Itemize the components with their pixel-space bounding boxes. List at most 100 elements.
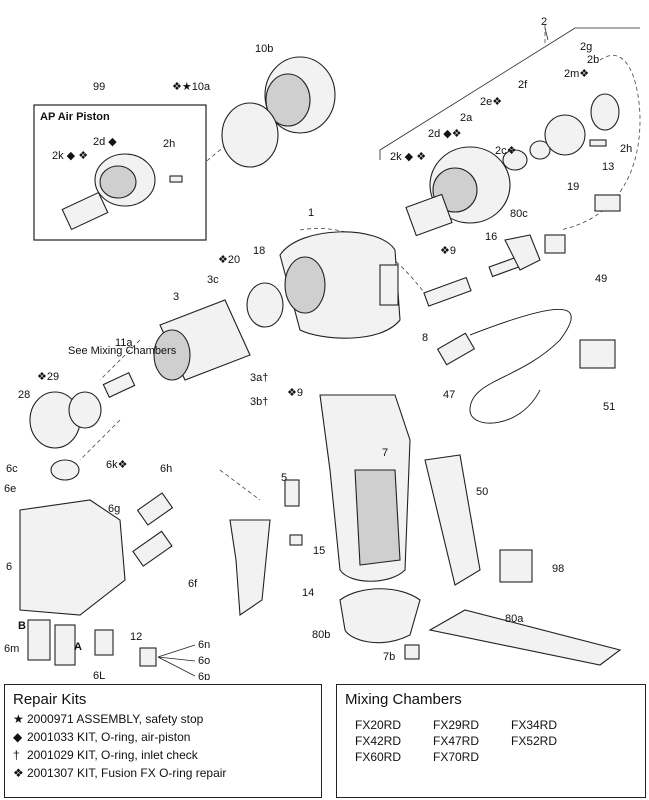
repair-kit-item: † 2001029 KIT, O-ring, inlet check	[5, 746, 321, 764]
kit-symbol-diamond: ◆	[13, 730, 23, 744]
assembly-bracket	[379, 27, 640, 160]
small-fittings-drawing	[94, 629, 196, 677]
callout-50: 50	[476, 486, 488, 498]
callout-2: 2	[541, 16, 547, 28]
callout-7: 7	[382, 447, 388, 459]
inset-callout-2h: 2h	[163, 138, 175, 150]
callout-11a: 11a	[115, 337, 133, 349]
callout-16: 16	[485, 231, 497, 243]
handle-drawing	[319, 394, 411, 582]
callout-6o: 6o	[198, 655, 210, 667]
repair-kits-title: Repair Kits	[13, 691, 87, 708]
callout-10a: ❖★10a	[172, 81, 211, 93]
callout-6m: 6m	[4, 643, 19, 655]
callout-80b: 80b	[312, 629, 330, 641]
callout-49: 49	[595, 273, 607, 285]
callout-2k: 2k ◆ ❖	[390, 151, 426, 163]
kit-text: 2001033 KIT, O-ring, air-piston	[27, 730, 191, 744]
callout-9-body: ❖9	[287, 387, 303, 399]
callout-99: 99	[93, 81, 105, 93]
callout-6p: 6p	[198, 671, 210, 680]
callout-10b: 10b	[255, 43, 273, 55]
callout-8: 8	[422, 332, 428, 344]
static-mixer-drawing	[424, 454, 533, 586]
callout-13: 13	[602, 161, 614, 173]
repair-kit-item: ❖2001307 KIT, Fusion FX O-ring repair	[5, 764, 321, 782]
nozzle-cap-drawing	[29, 372, 136, 449]
callout-6h: 6h	[160, 463, 172, 475]
mixing-chamber-item: FX70RD	[433, 750, 480, 764]
callout-B: B	[18, 620, 26, 632]
repair-kit-item: ★2000971 ASSEMBLY, safety stop	[5, 710, 321, 728]
callout-6k: 6k❖	[106, 459, 127, 471]
callout-3b: 3b†	[250, 396, 268, 408]
callout-9-fittings: ❖9	[440, 245, 456, 257]
inset-title: AP Air Piston	[40, 111, 110, 123]
assembly-bracket	[544, 27, 549, 41]
callout-6: 6	[6, 561, 12, 573]
callout-2d: 2d ◆❖	[428, 128, 462, 140]
mixing-chambers-box: Mixing Chambers FX20RD FX29RD FX34RD FX4…	[336, 684, 646, 798]
callout-2a: 2a	[460, 112, 473, 124]
trigger-drawing	[229, 519, 271, 616]
callout-2h: 2h	[620, 143, 632, 155]
callout-29: ❖29	[37, 371, 59, 383]
callout-3a: 3a†	[250, 372, 268, 384]
callout-6n: 6n	[198, 639, 210, 651]
air-piston-inset-drawing	[61, 153, 183, 231]
callout-2m: 2m❖	[564, 68, 589, 80]
inset-callout-2d: 2d ◆	[93, 136, 117, 148]
callout-80c: 80c	[510, 208, 528, 220]
kit-symbol-clover: ❖	[13, 766, 24, 780]
callout-2c: 2c❖	[495, 145, 516, 157]
part-2-assembly-drawing	[405, 93, 620, 237]
callout-6L: 6L	[93, 670, 105, 680]
callout-28: 28	[18, 389, 30, 401]
mixing-chamber-item: FX20RD	[355, 718, 402, 732]
repair-kits-box: Repair Kits ★2000971 ASSEMBLY, safety st…	[4, 684, 322, 798]
kit-text: 2001029 KIT, O-ring, inlet check	[27, 748, 198, 762]
callout-5: 5	[281, 472, 287, 484]
callout-15: 15	[313, 545, 325, 557]
callout-18: 18	[253, 245, 265, 257]
callout-2e: 2e❖	[480, 96, 502, 108]
repair-kit-item: ◆ 2001033 KIT, O-ring, air-piston	[5, 728, 321, 746]
mixing-chamber-item: FX47RD	[433, 734, 480, 748]
see-mixing-chambers-note: See Mixing Chambers	[68, 345, 177, 357]
callout-A: A	[74, 641, 82, 653]
callout-7b: 7b	[383, 651, 395, 663]
callout-2g: 2g	[580, 41, 592, 53]
mixing-chambers-title: Mixing Chambers	[345, 691, 462, 708]
mixing-chamber-item: FX42RD	[355, 734, 402, 748]
callout-6e: 6e	[4, 483, 16, 495]
callout-51: 51	[603, 401, 615, 413]
mixing-chamber-item: FX52RD	[511, 734, 558, 748]
brackets-drawing	[284, 479, 622, 666]
front-cap-drawing	[153, 299, 251, 381]
mixing-chamber-item: FX60RD	[355, 750, 402, 764]
kit-text: 2000971 ASSEMBLY, safety stop	[27, 712, 204, 726]
callout-47: 47	[443, 389, 455, 401]
callout-98: 98	[552, 563, 564, 575]
callout-2f: 2f	[518, 79, 528, 91]
mixing-chamber-item: FX34RD	[511, 718, 558, 732]
callout-1: 1	[308, 207, 314, 219]
callout-80a: 80a	[505, 613, 524, 625]
inset-callout-2k: 2k ◆ ❖	[52, 150, 88, 162]
part-10b-drawing	[221, 56, 336, 168]
callout-6f: 6f	[188, 578, 198, 590]
callout-6c: 6c	[6, 463, 18, 475]
kit-symbol-star: ★	[13, 712, 24, 726]
callout-12: 12	[130, 631, 142, 643]
exploded-parts-diagram: AP Air Piston 2d ◆ 2k ◆ ❖ 2h	[4, 16, 641, 680]
callout-19: 19	[567, 181, 579, 193]
kit-symbol-dagger: †	[13, 748, 20, 762]
callout-6g: 6g	[108, 503, 120, 515]
gun-body-drawing	[246, 231, 401, 339]
kit-text: 2001307 KIT, Fusion FX O-ring repair	[27, 766, 227, 780]
mixing-chamber-item: FX29RD	[433, 718, 480, 732]
callout-3: 3	[173, 291, 179, 303]
callout-2b: 2b	[587, 54, 599, 66]
callout-14: 14	[302, 587, 314, 599]
hose-assembly-drawing	[423, 194, 621, 424]
